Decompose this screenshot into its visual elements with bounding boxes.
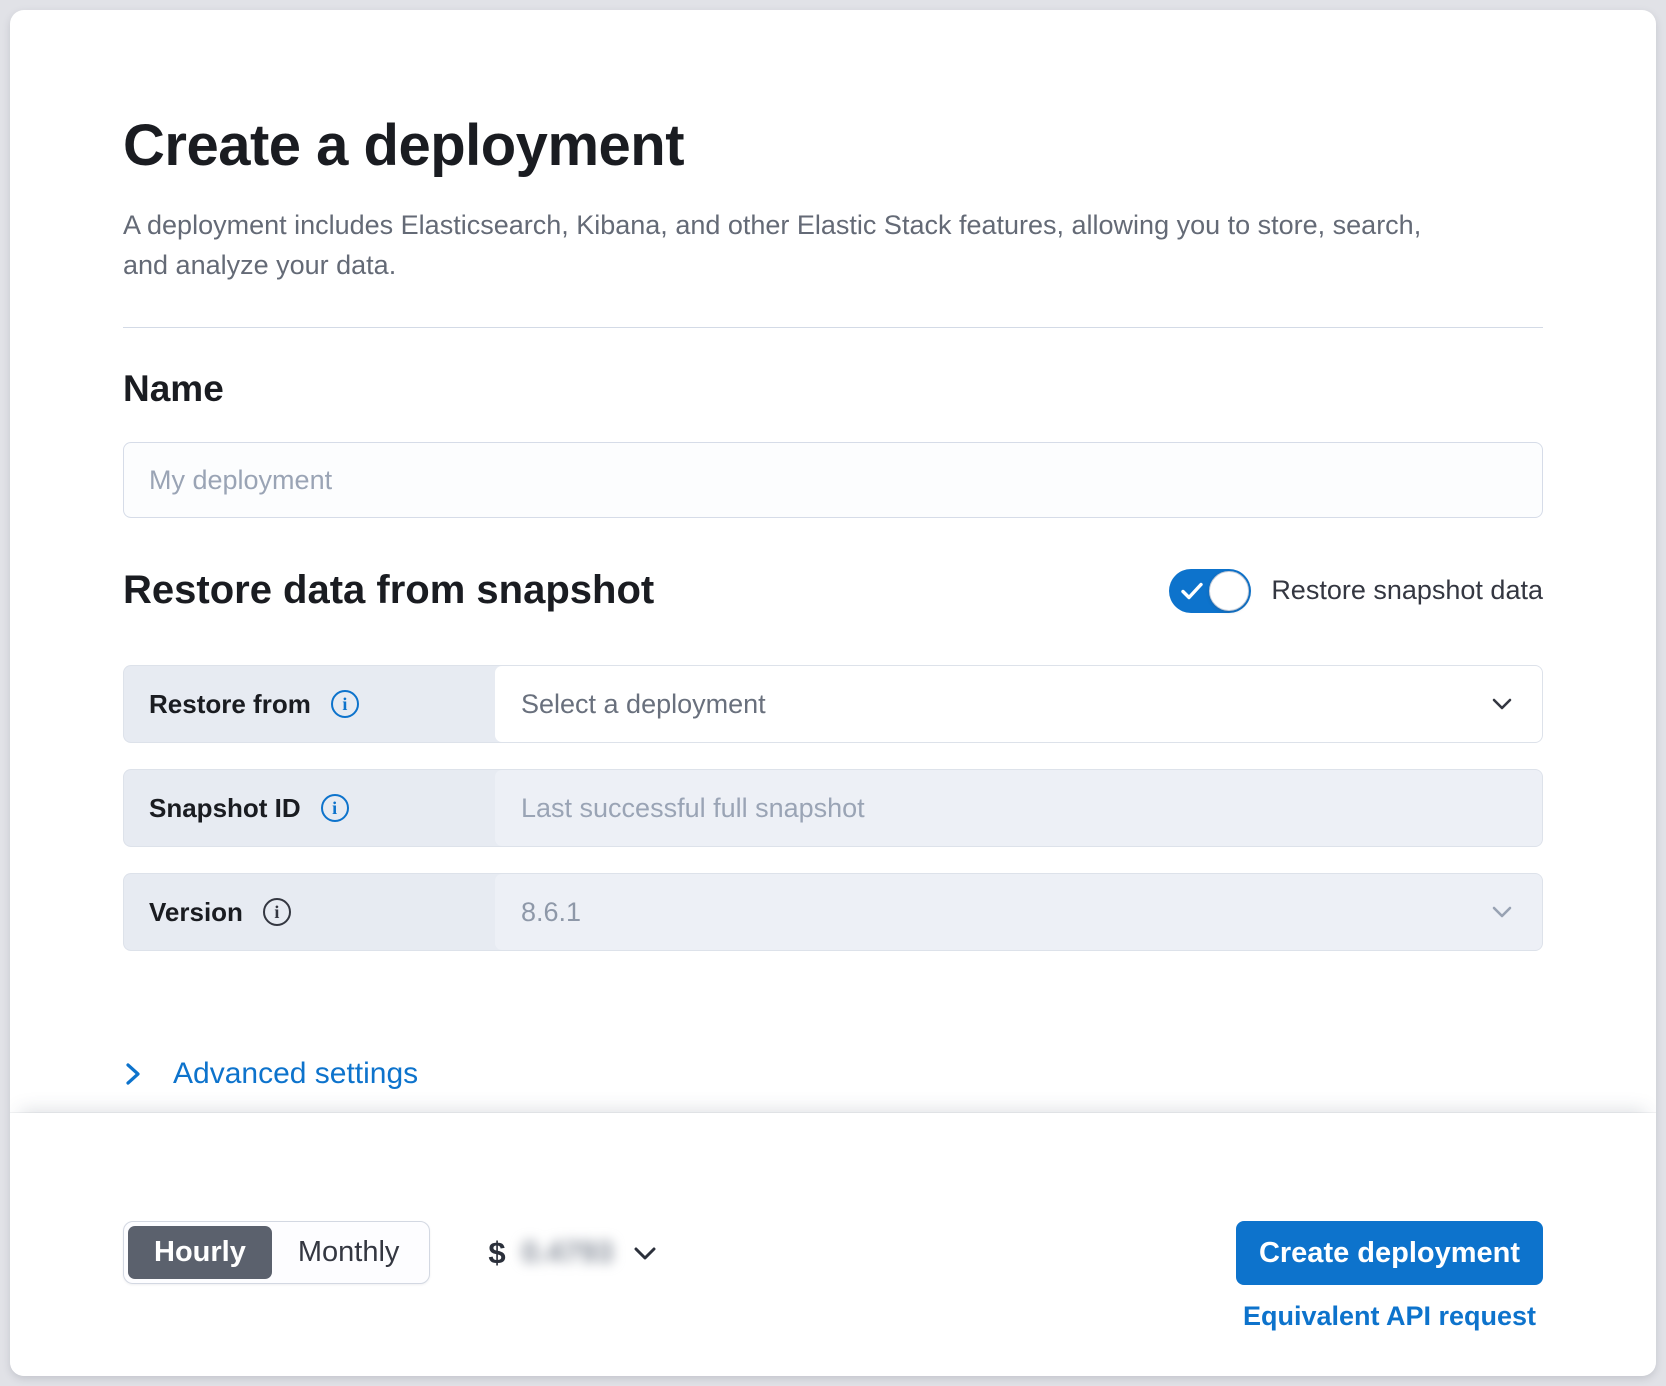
version-row: Version i 8.6.1 <box>123 873 1543 951</box>
create-deployment-button[interactable]: Create deployment <box>1236 1221 1543 1285</box>
info-icon[interactable]: i <box>330 690 359 718</box>
version-label: Version <box>149 896 243 927</box>
info-icon[interactable]: i <box>320 794 349 822</box>
snapshot-id-placeholder: Last successful full snapshot <box>521 792 865 823</box>
price-amount-redacted: 0.4793 <box>521 1235 614 1269</box>
page-title: Create a deployment <box>123 113 685 178</box>
create-actions: Create deployment Equivalent API request <box>1236 1221 1543 1332</box>
toggle-knob <box>1209 570 1250 611</box>
snapshot-form: Restore from i Select a deployment Snaps… <box>123 665 1543 951</box>
snapshot-id-label-area: Snapshot ID i <box>123 793 495 824</box>
price-breakdown-toggle[interactable]: $ 0.4793 <box>488 1235 661 1271</box>
price-currency: $ <box>488 1234 506 1270</box>
restore-snapshot-toggle[interactable] <box>1169 568 1252 613</box>
hourly-button[interactable]: Hourly <box>128 1226 272 1279</box>
advanced-settings-link[interactable]: Advanced settings <box>123 1057 418 1091</box>
version-select: 8.6.1 <box>495 874 1542 950</box>
advanced-settings-label: Advanced settings <box>173 1057 419 1090</box>
billing-period-toggle: Hourly Monthly <box>123 1221 431 1284</box>
info-icon[interactable]: i <box>262 898 291 926</box>
restore-from-select[interactable]: Select a deployment <box>495 666 1542 742</box>
name-section-heading: Name <box>123 368 224 409</box>
restore-snapshot-toggle-group: Restore snapshot data <box>1169 568 1543 613</box>
restore-snapshot-toggle-label[interactable]: Restore snapshot data <box>1271 575 1543 605</box>
restore-from-select-value: Select a deployment <box>521 688 766 719</box>
page-description: A deployment includes Elasticsearch, Kib… <box>123 210 1422 280</box>
monthly-button[interactable]: Monthly <box>272 1226 426 1279</box>
deployment-name-input[interactable] <box>123 442 1543 518</box>
snapshot-id-input: Last successful full snapshot <box>495 770 1542 846</box>
restore-from-row: Restore from i Select a deployment <box>123 665 1543 743</box>
chevron-down-icon <box>1488 898 1516 926</box>
billing-and-price: Hourly Monthly $ 0.4793 <box>123 1221 661 1284</box>
create-deployment-card: Create a deployment A deployment include… <box>10 10 1656 1376</box>
snapshot-section-header: Restore data from snapshot Restore snaps… <box>123 568 1543 613</box>
bottom-bar: Hourly Monthly $ 0.4793 Create deploymen… <box>10 1113 1656 1376</box>
section-divider <box>123 327 1543 328</box>
chevron-right-icon <box>123 1059 143 1089</box>
equivalent-api-request-link[interactable]: Equivalent API request <box>1242 1301 1537 1331</box>
chevron-down-icon <box>1488 690 1516 718</box>
version-select-value: 8.6.1 <box>521 896 582 927</box>
snapshot-section-heading: Restore data from snapshot <box>123 568 655 612</box>
restore-from-label-area: Restore from i <box>123 689 495 720</box>
restore-from-label: Restore from <box>149 688 311 719</box>
version-label-area: Version i <box>123 897 495 928</box>
snapshot-id-label: Snapshot ID <box>149 792 301 823</box>
snapshot-id-row: Snapshot ID i Last successful full snaps… <box>123 769 1543 847</box>
main-content: Create a deployment A deployment include… <box>10 10 1656 1113</box>
chevron-down-icon <box>629 1237 661 1269</box>
check-icon <box>1181 582 1204 600</box>
